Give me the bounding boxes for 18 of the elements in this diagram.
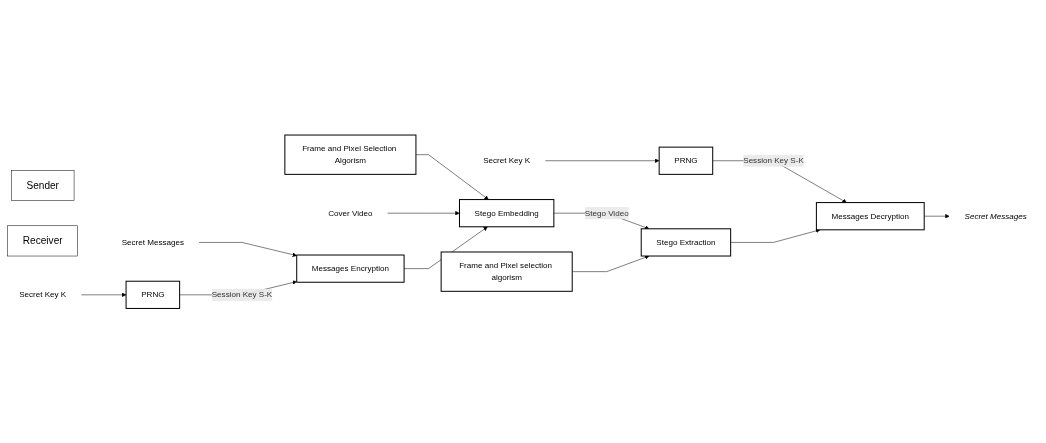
node-box: Messages Decryption: [815, 201, 925, 231]
node-box: Stego Embedding: [459, 198, 555, 228]
node-text: Secret Key K: [19, 290, 67, 299]
node-box: Sender: [11, 169, 75, 201]
node-text: Secret Messages: [121, 237, 184, 247]
node-box: Messages Encryption: [296, 254, 405, 283]
node-box: Receiver: [7, 225, 78, 256]
node-box: PRNG: [125, 280, 181, 309]
edge-label: Session Key S-K: [211, 290, 273, 299]
node-box: Frame and Pixel selection algorism: [440, 251, 573, 292]
node-box: Stego Extraction: [640, 228, 732, 257]
edge-label: Stego Video: [584, 208, 629, 217]
node-text: Secret Messages: [964, 211, 1027, 220]
node-text: Cover Video: [328, 208, 373, 217]
node-text: Secret Key K: [483, 155, 531, 165]
node-box: PRNG: [658, 146, 714, 175]
node-box: Frame and Pixel Selection Algorism: [284, 134, 417, 175]
edge-label: Session Key S-K: [743, 155, 804, 165]
